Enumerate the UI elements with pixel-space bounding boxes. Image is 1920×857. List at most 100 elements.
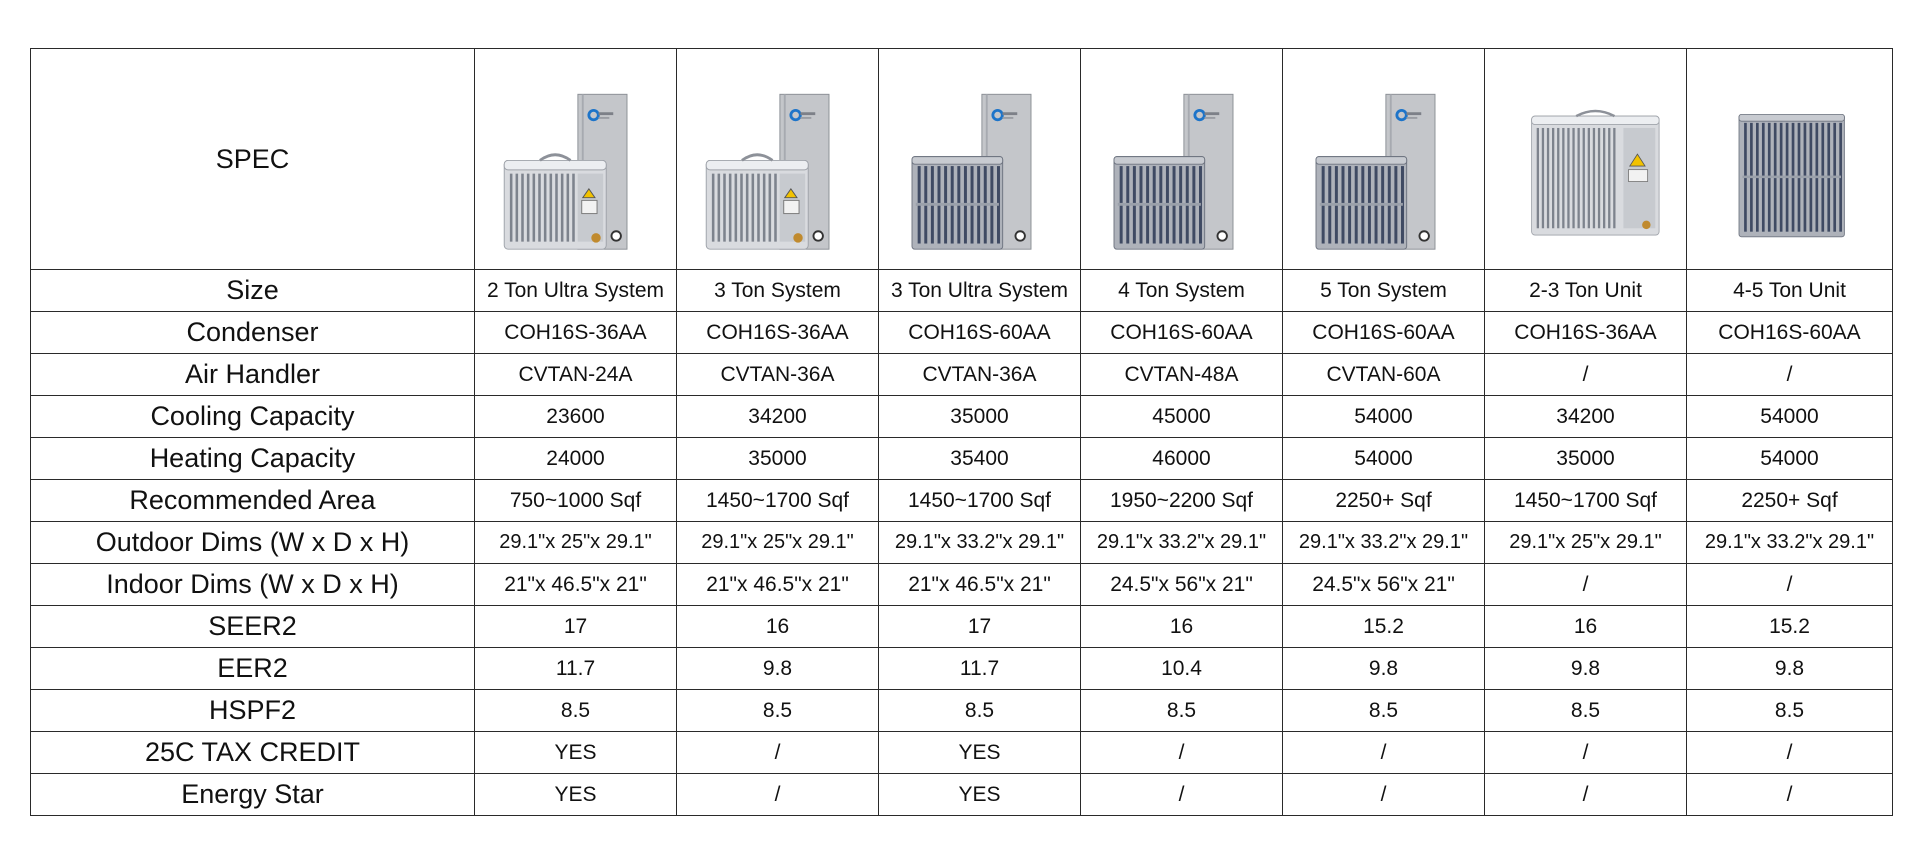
- spec-value: 4-5 Ton Unit: [1686, 269, 1893, 312]
- spec-value: 17: [474, 605, 677, 648]
- product-image-cell: [1686, 48, 1893, 270]
- spec-label: Indoor Dims (W x D x H): [30, 563, 475, 606]
- spec-value: /: [1686, 563, 1893, 606]
- spec-value: 29.1"x 33.2"x 29.1": [878, 521, 1081, 564]
- spec-value: 2250+ Sqf: [1686, 479, 1893, 522]
- spec-value: 54000: [1282, 395, 1485, 438]
- spec-label: Recommended Area: [30, 479, 475, 522]
- spec-value: 10.4: [1080, 647, 1283, 690]
- product-image-cell: [1282, 48, 1485, 270]
- spec-value: COH16S-36AA: [1484, 311, 1687, 354]
- spec-value: 24.5"x 56"x 21": [1080, 563, 1283, 606]
- spec-value: 1450~1700 Sqf: [878, 479, 1081, 522]
- spec-value: 16: [1484, 605, 1687, 648]
- spec-label: SEER2: [30, 605, 475, 648]
- spec-value: /: [1484, 353, 1687, 396]
- spec-value: 46000: [1080, 437, 1283, 480]
- spec-label: 25C TAX CREDIT: [30, 731, 475, 774]
- spec-value: /: [1484, 731, 1687, 774]
- spec-value: COH16S-60AA: [878, 311, 1081, 354]
- spec-value: COH16S-36AA: [676, 311, 879, 354]
- spec-value: 17: [878, 605, 1081, 648]
- spec-label: EER2: [30, 647, 475, 690]
- spec-value: 35000: [1484, 437, 1687, 480]
- spec-value: 54000: [1282, 437, 1485, 480]
- header-row: SPEC: [30, 48, 1893, 270]
- spec-value: CVTAN-60A: [1282, 353, 1485, 396]
- spec-value: 4 Ton System: [1080, 269, 1283, 312]
- spec-value: 29.1"x 25"x 29.1": [1484, 521, 1687, 564]
- spec-value: 16: [676, 605, 879, 648]
- split-system-icon: [678, 59, 878, 259]
- spec-value: 9.8: [676, 647, 879, 690]
- spec-value: 9.8: [1686, 647, 1893, 690]
- spec-value: 8.5: [474, 689, 677, 732]
- split-system-ultra-icon: [476, 59, 676, 259]
- spec-value: /: [1080, 731, 1283, 774]
- spec-value: 24000: [474, 437, 677, 480]
- spec-value: COH16S-60AA: [1686, 311, 1893, 354]
- spec-value: 9.8: [1282, 647, 1485, 690]
- split-system-ultra-icon: [880, 59, 1080, 259]
- spec-value: 16: [1080, 605, 1283, 648]
- spec-value: 1950~2200 Sqf: [1080, 479, 1283, 522]
- condenser-unit-icon: [1486, 59, 1686, 259]
- spec-value: 29.1"x 33.2"x 29.1": [1282, 521, 1485, 564]
- spec-value: /: [1282, 773, 1485, 816]
- spec-value: /: [1686, 353, 1893, 396]
- spec-value: 11.7: [878, 647, 1081, 690]
- spec-value: 34200: [676, 395, 879, 438]
- spec-row-outdoor-dims: Outdoor Dims (W x D x H)29.1"x 25"x 29.1…: [30, 521, 1893, 564]
- spec-value: /: [676, 731, 879, 774]
- spec-value: 24.5"x 56"x 21": [1282, 563, 1485, 606]
- spec-value: CVTAN-36A: [676, 353, 879, 396]
- spec-label: Outdoor Dims (W x D x H): [30, 521, 475, 564]
- spec-value: 21"x 46.5"x 21": [474, 563, 677, 606]
- spec-header-label: SPEC: [30, 48, 475, 270]
- product-image-cell: [1080, 48, 1283, 270]
- spec-table: SPEC: [30, 48, 1893, 816]
- split-system-icon: [1284, 59, 1484, 259]
- spec-value: 35400: [878, 437, 1081, 480]
- spec-value: CVTAN-24A: [474, 353, 677, 396]
- spec-value: 35000: [676, 437, 879, 480]
- spec-label: Cooling Capacity: [30, 395, 475, 438]
- spec-value: /: [1282, 731, 1485, 774]
- spec-value: 11.7: [474, 647, 677, 690]
- spec-value: 29.1"x 25"x 29.1": [474, 521, 677, 564]
- spec-value: 3 Ton Ultra System: [878, 269, 1081, 312]
- spec-value: YES: [878, 773, 1081, 816]
- spec-value: 1450~1700 Sqf: [1484, 479, 1687, 522]
- spec-value: 45000: [1080, 395, 1283, 438]
- spec-value: 8.5: [676, 689, 879, 732]
- spec-value: COH16S-60AA: [1080, 311, 1283, 354]
- spec-value: 5 Ton System: [1282, 269, 1485, 312]
- spec-value: 21"x 46.5"x 21": [676, 563, 879, 606]
- spec-value: 35000: [878, 395, 1081, 438]
- spec-value: YES: [474, 731, 677, 774]
- spec-value: /: [676, 773, 879, 816]
- spec-label: Air Handler: [30, 353, 475, 396]
- spec-value: 29.1"x 33.2"x 29.1": [1080, 521, 1283, 564]
- spec-label: HSPF2: [30, 689, 475, 732]
- spec-value: 1450~1700 Sqf: [676, 479, 879, 522]
- spec-value: 8.5: [1484, 689, 1687, 732]
- spec-value: 2250+ Sqf: [1282, 479, 1485, 522]
- product-image-cell: [1484, 48, 1687, 270]
- product-image-cell: [878, 48, 1081, 270]
- spec-value: COH16S-36AA: [474, 311, 677, 354]
- spec-value: 2-3 Ton Unit: [1484, 269, 1687, 312]
- product-image-cell: [676, 48, 879, 270]
- spec-value: 8.5: [1080, 689, 1283, 732]
- spec-label: Heating Capacity: [30, 437, 475, 480]
- condenser-unit-icon: [1688, 59, 1892, 259]
- spec-label: Size: [30, 269, 475, 312]
